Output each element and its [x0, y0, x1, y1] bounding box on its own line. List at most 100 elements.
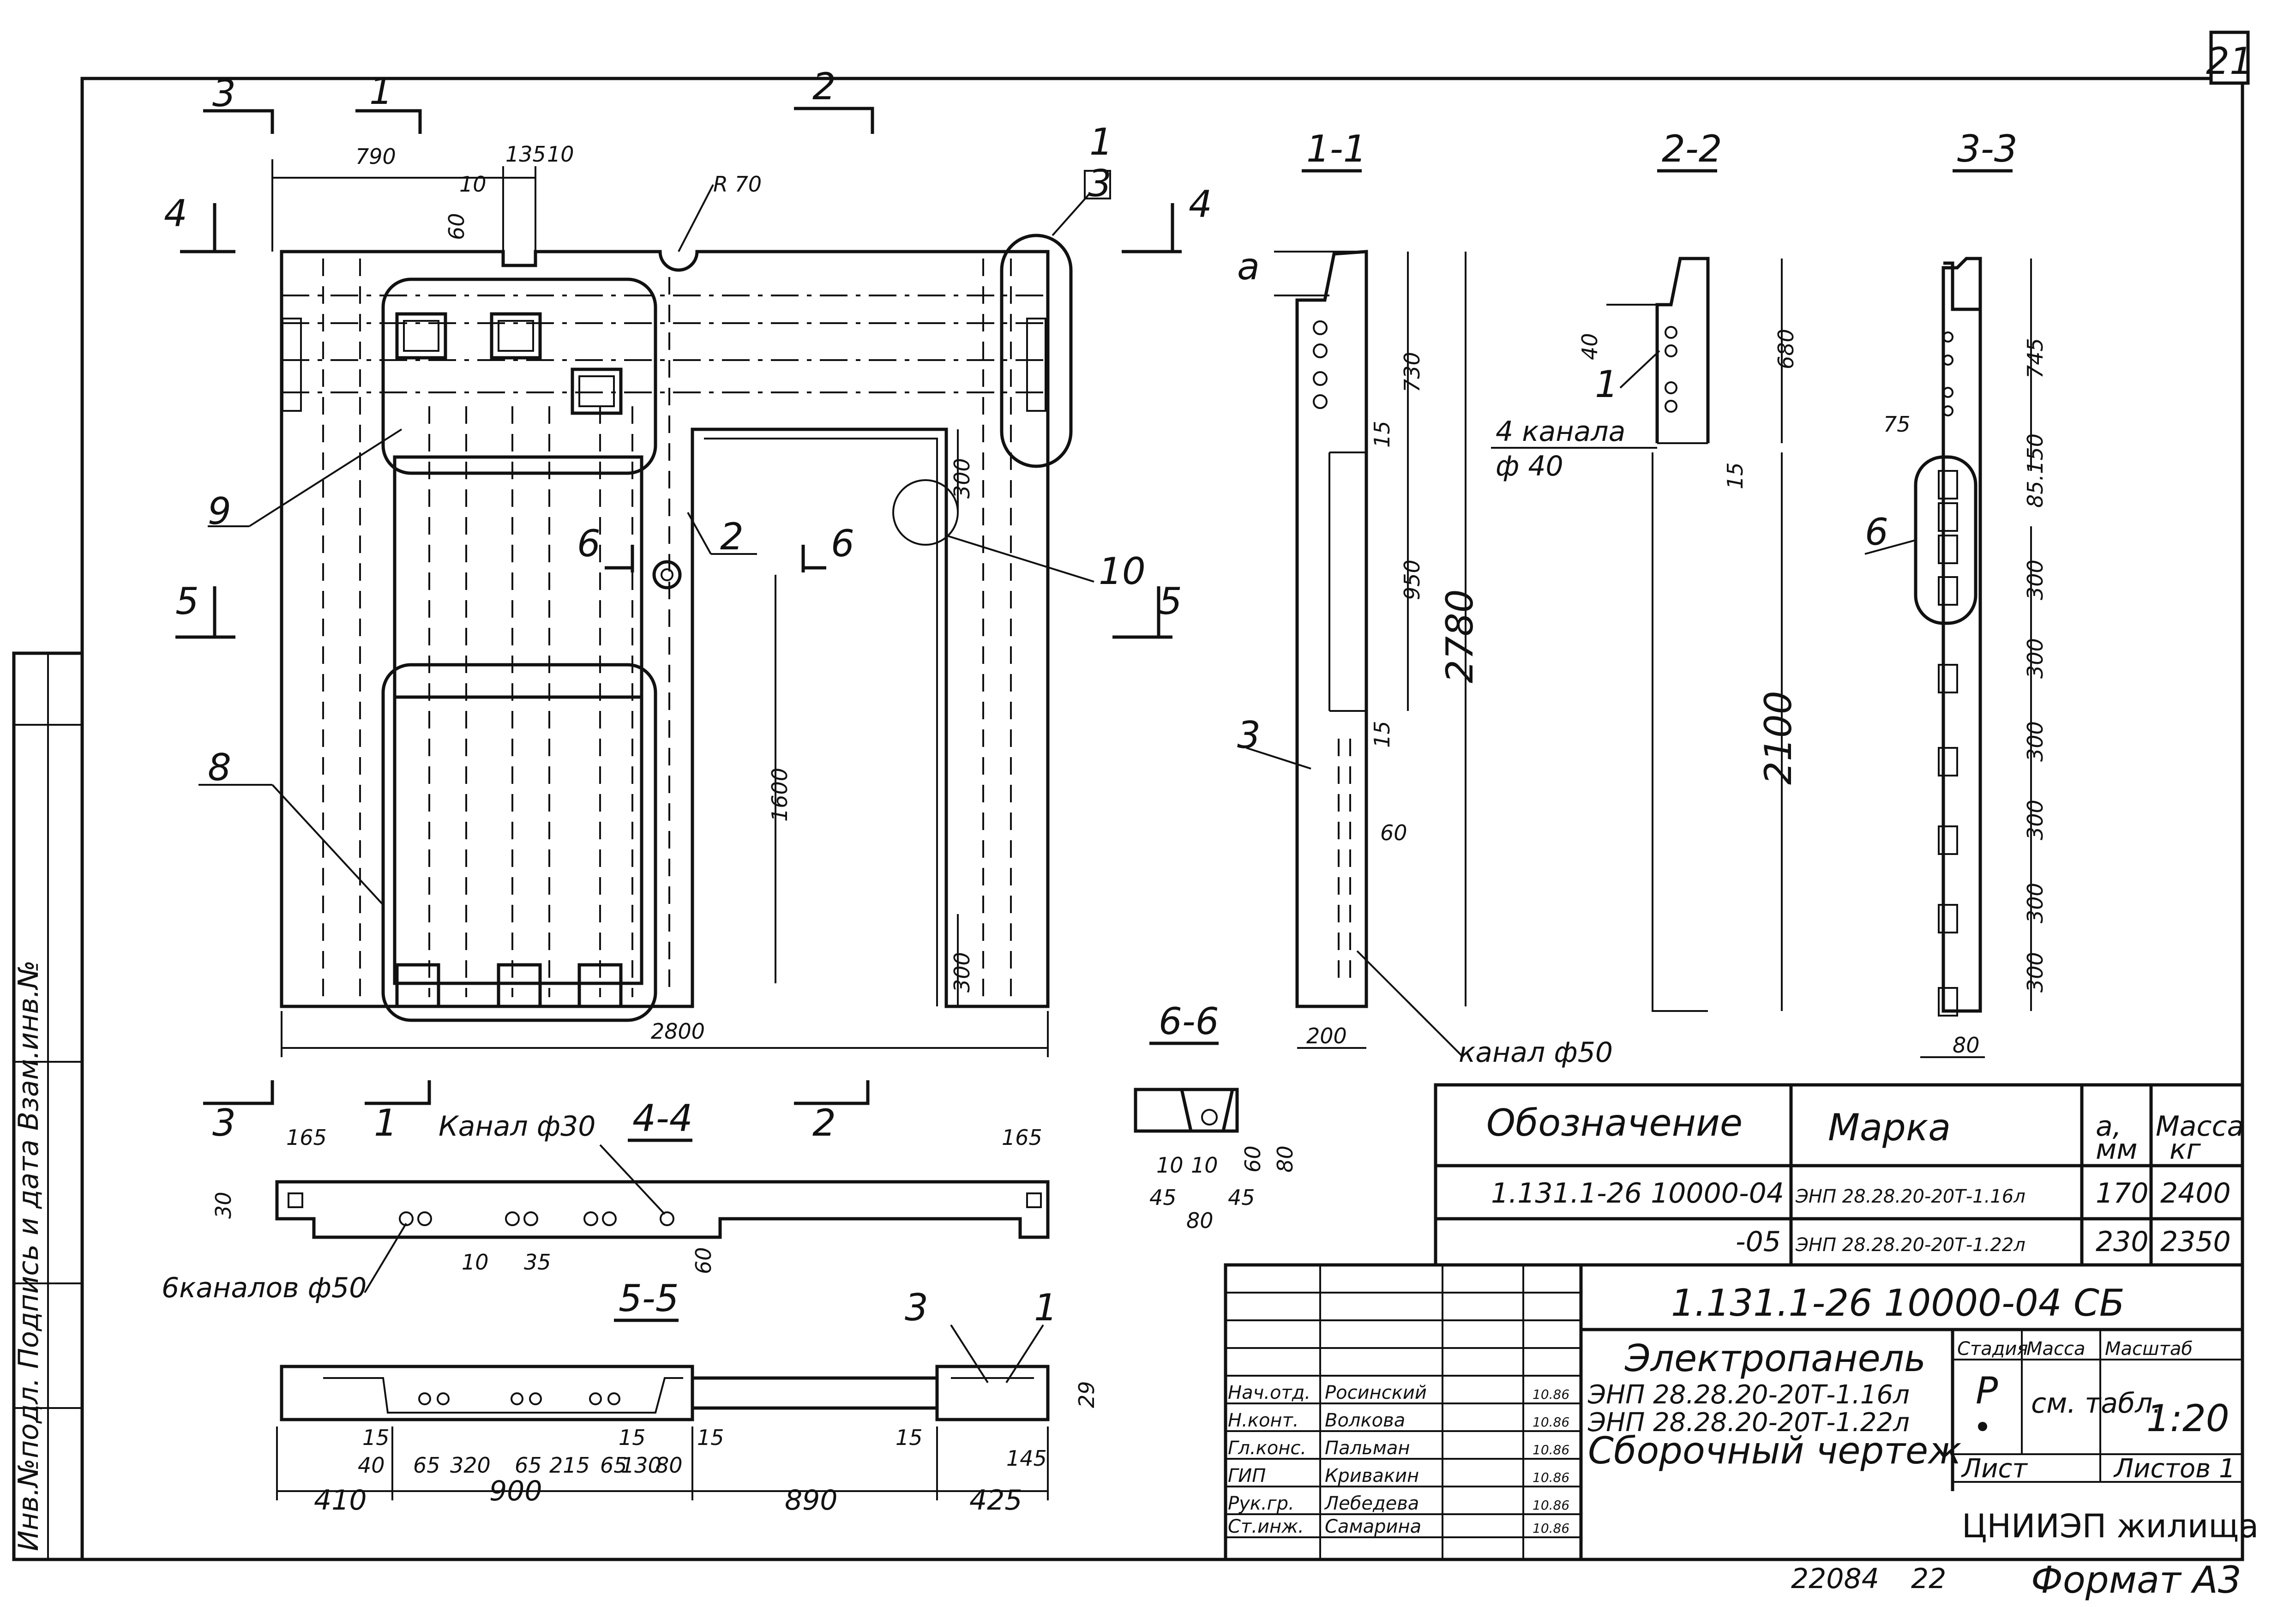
sig-role-3: Гл.конс. — [1228, 1438, 1306, 1459]
dim-15-b: 15 — [1370, 721, 1394, 748]
dim-45a-s66: 45 — [1149, 1185, 1177, 1210]
dim-10b-s66: 10 — [1191, 1153, 1218, 1178]
title-block: Нач.отд. Росинский 10.86 Н.конт. Волкова… — [1224, 1263, 2259, 1561]
scale-value: 1:20 — [2146, 1397, 2230, 1440]
title-line-1: Электропанель — [1624, 1337, 1926, 1380]
note-channel-50: канал ф50 — [1459, 1036, 1613, 1069]
spec-table: Обозначение Марка а, мм Масса кг 1.131.1… — [1434, 1083, 2244, 1267]
dim-60-s44: 60 — [691, 1247, 716, 1274]
section-2-2-title: 2-2 — [1662, 127, 1722, 170]
callout-1-s22: 1 — [1595, 363, 1618, 406]
spec-row2-mark: ЭНП 28.28.20-20Т-1.22л — [1795, 1234, 2026, 1256]
dim-790: 790 — [355, 144, 396, 169]
dim-145: 145 — [1006, 1446, 1047, 1471]
sig-role-5: Рук.гр. — [1228, 1493, 1294, 1514]
dim-300-3: 300 — [2023, 721, 2048, 762]
section-5-5-title: 5-5 — [619, 1277, 679, 1320]
dim-320: 320 — [450, 1453, 491, 1478]
spec-header-a: а, — [2096, 1110, 2122, 1143]
dim-300-2: 300 — [2023, 638, 2048, 679]
spec-header-mass: Масса — [2156, 1110, 2244, 1143]
dim-410: 410 — [314, 1484, 367, 1517]
sig-role-4: ГИП — [1228, 1465, 1266, 1487]
dim-300-5: 300 — [2023, 883, 2048, 923]
dim-85-150: 85.150 — [2023, 433, 2048, 508]
dim-80-s55: 80 — [655, 1453, 683, 1478]
spec-row1-mark: ЭНП 28.28.20-20Т-1.16л — [1795, 1186, 2026, 1207]
cut-4-left: 4 — [164, 192, 187, 235]
dim-745: 745 — [2023, 338, 2048, 379]
dim-680: 680 — [1773, 329, 1798, 369]
cut-3-top: 3 — [212, 72, 236, 115]
sheets-label: Листов 1 — [2113, 1454, 2236, 1484]
callout-3-s55: 3 — [905, 1286, 928, 1329]
stage-label: Стадия — [1957, 1338, 2028, 1360]
cut-5-right: 5 — [1159, 580, 1182, 623]
organization: ЦНИИЭП жилища — [1962, 1507, 2259, 1545]
dim-15-s55-a: 15 — [362, 1425, 390, 1450]
sig-date-2: 10.86 — [1533, 1414, 1569, 1430]
note-r70: R 70 — [713, 172, 762, 197]
callout-3-s11: 3 — [1237, 714, 1261, 757]
dim-10-left: 10 — [459, 172, 487, 197]
sig-date-6: 10.86 — [1533, 1521, 1569, 1536]
side-stamp-label: Инв.№подл. Подпись и дата Взам.инв.№ — [12, 960, 45, 1551]
dim-900: 900 — [489, 1475, 542, 1507]
dim-135: 135 — [505, 142, 546, 167]
sig-date-3: 10.86 — [1533, 1442, 1569, 1457]
dim-10-s44: 10 — [462, 1250, 489, 1275]
dim-2780: 2780 — [1438, 589, 1481, 683]
dim-65-c: 65 — [600, 1453, 627, 1478]
dim-890: 890 — [785, 1484, 838, 1517]
sig-name-4: Кривакин — [1325, 1465, 1419, 1487]
cut-1-top: 1 — [369, 70, 393, 113]
stage-value: Р — [1976, 1369, 1998, 1412]
dim-200: 200 — [1306, 1023, 1347, 1048]
sig-role-2: Н.конт. — [1228, 1410, 1299, 1431]
sig-date-1: 10.86 — [1533, 1387, 1569, 1402]
section-5-5: 5-5 3 1 29 15 40 65 320 65 215 65 130 80… — [276, 1277, 1099, 1517]
dim-130: 130 — [621, 1453, 661, 1478]
dim-1600: 1600 — [767, 768, 792, 822]
dim-60-s11: 60 — [1380, 820, 1407, 845]
cut-4-right: 4 — [1189, 183, 1212, 226]
dim-2100: 2100 — [1757, 691, 1800, 785]
sig-date-4: 10.86 — [1533, 1470, 1569, 1485]
dim-300-upper: 300 — [950, 458, 974, 499]
dim-165-left: 165 — [286, 1125, 327, 1150]
dim-730: 730 — [1400, 352, 1424, 392]
dim-15-s55-c: 15 — [697, 1425, 724, 1450]
spec-row2-a: 230 — [2096, 1226, 2149, 1258]
sheet-label: Лист — [1961, 1454, 2028, 1484]
archive-number: 22084 — [1791, 1563, 1879, 1595]
sig-name-1: Росинский — [1325, 1382, 1427, 1403]
side-stamp: Инв.№подл. Подпись и дата Взам.инв.№ — [12, 651, 84, 1561]
section-3-3: 3-3 745 75 85.150 300 300 300 300 300 30… — [1864, 127, 2048, 1058]
cut-2-bottom: 2 — [812, 1101, 836, 1144]
cut-6-left: 6 — [577, 522, 601, 565]
cut-6-right: 6 — [831, 522, 854, 565]
section-2-2: 2-2 40 680 15 2100 1 4 канала ф 40 — [1491, 127, 1800, 1012]
spec-row2-mass: 2350 — [2160, 1226, 2231, 1258]
title-line-3: ЭНП 28.28.20-20Т-1.22л — [1587, 1408, 1910, 1438]
section-6-6-title: 6-6 — [1159, 1000, 1219, 1043]
callout-2: 2 — [720, 515, 744, 558]
title-code: 1.131.1-26 10000-04 СБ — [1671, 1282, 2125, 1324]
section-6-6: 6-6 10 10 60 80 45 45 80 — [1134, 1000, 1298, 1233]
note-a: а — [1237, 245, 1260, 288]
callout-3-top: 3 — [1088, 162, 1112, 205]
spec-header-mass-unit: кг — [2170, 1133, 2201, 1166]
dim-15-s22: 15 — [1723, 462, 1748, 489]
title-line-4: Сборочный чертеж — [1588, 1429, 1961, 1472]
note-channel-30: Канал ф30 — [439, 1110, 595, 1143]
elevation-callouts: 9 8 2 10 1 3 — [198, 120, 1146, 906]
sig-name-6: Самарина — [1325, 1516, 1421, 1537]
spec-header-designation: Обозначение — [1486, 1101, 1743, 1144]
sig-date-5: 10.86 — [1533, 1498, 1569, 1513]
dim-10-top: 10 — [547, 142, 574, 167]
dim-75: 75 — [1883, 412, 1911, 437]
dim-29: 29 — [1074, 1381, 1099, 1408]
dim-215: 215 — [549, 1453, 590, 1478]
dim-425: 425 — [969, 1484, 1022, 1517]
dim-15-s55-d: 15 — [896, 1425, 923, 1450]
